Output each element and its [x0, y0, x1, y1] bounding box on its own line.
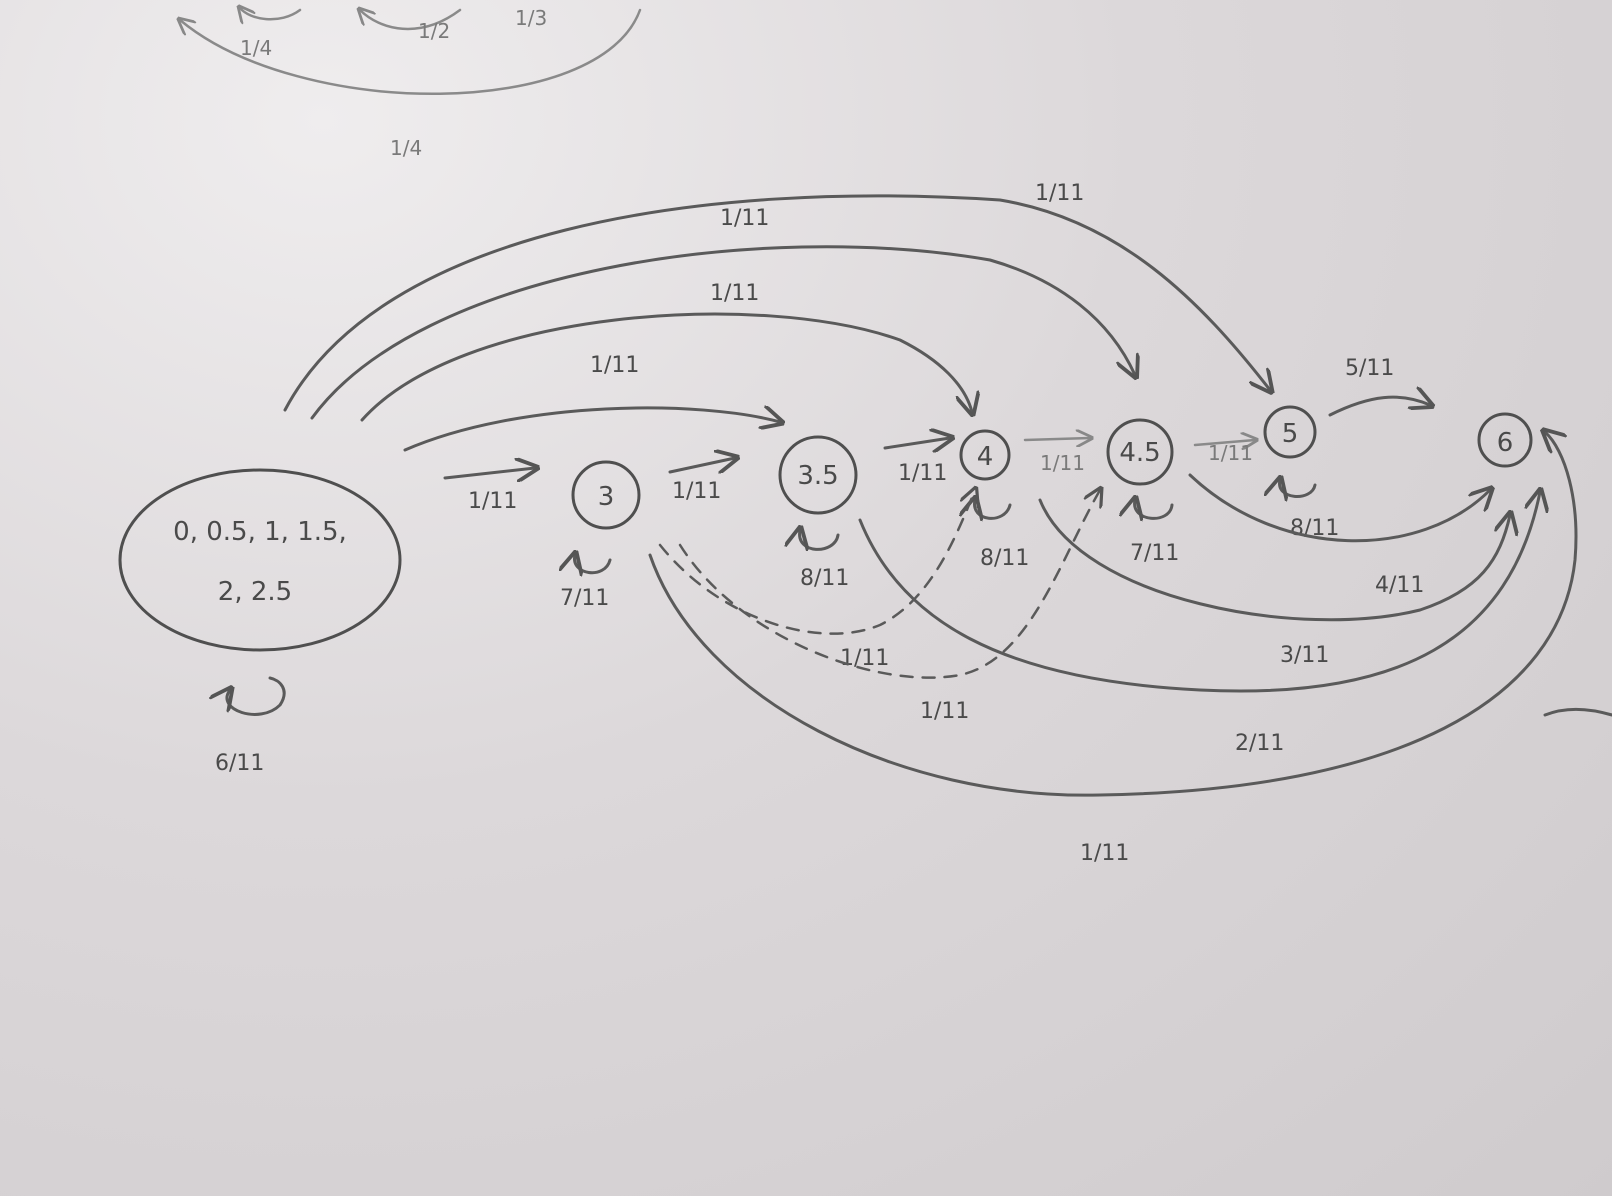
faint-label-a: 1/4 — [240, 36, 272, 60]
label-dashed-3-to-45: 1/11 — [920, 699, 969, 724]
edge-start-to-4 — [360, 312, 972, 422]
stray-mark — [1543, 707, 1612, 717]
label-45-to-6: 4/11 — [1375, 573, 1424, 598]
label-self-start: 6/11 — [215, 751, 264, 776]
label-self-35: 8/11 — [800, 566, 849, 591]
label-self-4: 8/11 — [980, 546, 1029, 571]
self-loop-5 — [1280, 480, 1317, 496]
node-3: 3 — [571, 460, 641, 530]
svg-text:4: 4 — [977, 442, 994, 472]
node-4-5: 4.5 — [1106, 418, 1174, 486]
edge-5-to-6 — [1328, 397, 1430, 417]
edge-4-to-45 — [1023, 438, 1090, 440]
svg-text:3.5: 3.5 — [797, 461, 838, 491]
node-4: 4 — [959, 429, 1011, 481]
label-start-to-4: 1/11 — [710, 281, 759, 306]
label-start-to-45: 1/11 — [720, 206, 769, 231]
label-self-3: 7/11 — [560, 586, 609, 611]
self-loop-4 — [975, 500, 1012, 518]
label-3-to-6: 1/11 — [1080, 841, 1129, 866]
edge-start-to-35 — [403, 408, 780, 452]
edge-dashed-3-to-4 — [658, 490, 975, 635]
edge-4-to-6 — [1038, 498, 1510, 622]
start-state-line2: 2, 2.5 — [218, 577, 292, 607]
label-3-to-35: 1/11 — [672, 479, 721, 504]
edge-start-to-5 — [283, 194, 1270, 412]
svg-text:4.5: 4.5 — [1119, 438, 1160, 468]
edge-start-to-45 — [310, 245, 1135, 420]
node-6: 6 — [1477, 412, 1533, 468]
node-3-5: 3.5 — [778, 435, 858, 515]
edge-35-to-6 — [858, 492, 1540, 693]
edge-35-to-4 — [883, 438, 950, 448]
edge-3-to-35 — [668, 458, 735, 472]
self-loop-45 — [1135, 500, 1174, 518]
edge-45-to-6 — [1188, 473, 1490, 543]
edge-3-to-6 — [648, 432, 1578, 797]
edge-45-to-5 — [1193, 440, 1255, 445]
faint-label-d: 1/4 — [390, 136, 422, 160]
svg-text:3: 3 — [598, 482, 615, 512]
label-35-to-6: 2/11 — [1235, 731, 1284, 756]
faint-top-sketch: 1/4 1/2 1/3 1/4 — [180, 6, 642, 160]
label-dashed-3-to-4: 1/11 — [840, 646, 889, 671]
label-5-to-6: 5/11 — [1345, 356, 1394, 381]
self-loop-3 — [575, 555, 612, 573]
label-45-to-5: 1/11 — [1208, 441, 1253, 465]
self-loop-35 — [800, 530, 840, 549]
faint-label-c: 1/3 — [515, 6, 547, 30]
svg-text:6: 6 — [1497, 428, 1514, 458]
start-state: 0, 0.5, 1, 1.5, 2, 2.5 — [118, 468, 402, 652]
label-self-45: 7/11 — [1130, 541, 1179, 566]
label-start-to-5: 1/11 — [1035, 181, 1084, 206]
label-start-to-3: 1/11 — [468, 489, 517, 514]
faint-label-b: 1/2 — [418, 19, 450, 43]
node-5: 5 — [1263, 405, 1317, 459]
edge-start-to-3 — [443, 468, 535, 478]
svg-text:5: 5 — [1282, 419, 1299, 449]
start-state-line1: 0, 0.5, 1, 1.5, — [173, 517, 347, 547]
label-35-to-4: 1/11 — [898, 461, 947, 486]
self-loop-start — [227, 676, 286, 716]
label-4-to-45: 1/11 — [1040, 451, 1085, 475]
label-start-to-35: 1/11 — [590, 353, 639, 378]
edge-dashed-3-to-45 — [678, 490, 1100, 679]
label-4-to-6: 3/11 — [1280, 643, 1329, 668]
